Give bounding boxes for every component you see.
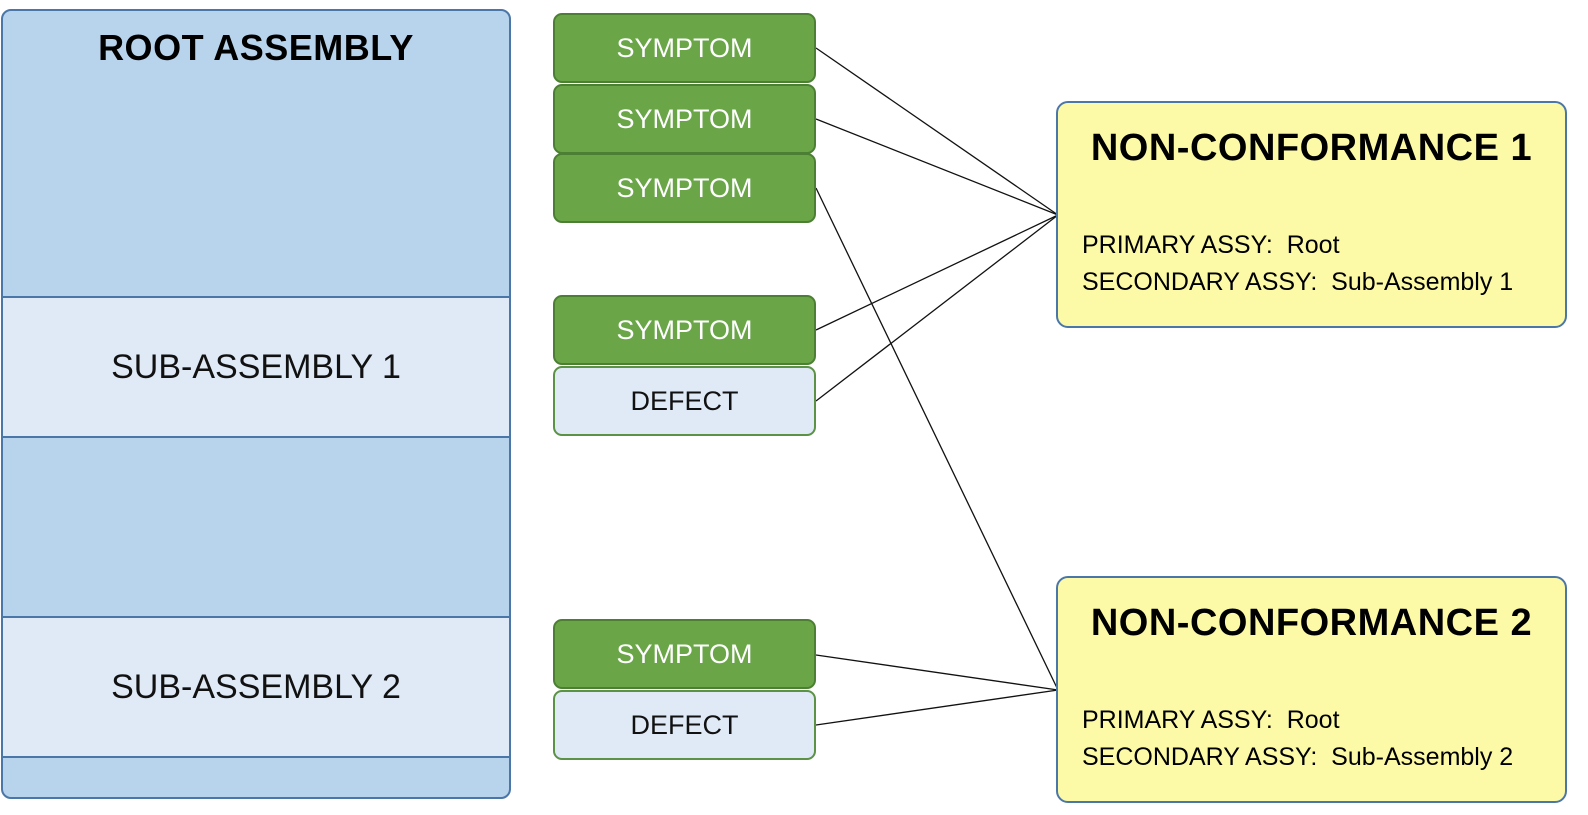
non-conformance-1-secondary-assy: SECONDARY ASSY: Sub-Assembly 1 bbox=[1082, 268, 1514, 296]
non-conformance-1-primary-assy: PRIMARY ASSY: Root bbox=[1082, 231, 1340, 259]
connector-defect-2-to-nc-2 bbox=[815, 689, 1059, 726]
symptom-block: SYMPTOM bbox=[553, 153, 816, 223]
sub-assembly-2-band: SUB-ASSEMBLY 2 bbox=[3, 616, 509, 758]
defect-block: DEFECT bbox=[553, 366, 816, 436]
connector-symptom-1-to-nc-1 bbox=[815, 47, 1059, 216]
connector-symptom-4-to-nc-1 bbox=[815, 214, 1059, 331]
non-conformance-2-secondary-assy: SECONDARY ASSY: Sub-Assembly 2 bbox=[1082, 743, 1514, 771]
symptom-block: SYMPTOM bbox=[553, 619, 816, 689]
non-conformance-2-title: NON-CONFORMANCE 2 bbox=[1090, 602, 1533, 644]
sub-assembly-1-band: SUB-ASSEMBLY 1 bbox=[3, 296, 509, 438]
connector-symptom-3-to-nc-2 bbox=[815, 187, 1059, 691]
non-conformance-1-card: NON-CONFORMANCE 1 PRIMARY ASSY: Root SEC… bbox=[1056, 101, 1567, 328]
non-conformance-2-card: NON-CONFORMANCE 2 PRIMARY ASSY: Root SEC… bbox=[1056, 576, 1567, 803]
symptom-block: SYMPTOM bbox=[553, 84, 816, 154]
non-conformance-2-primary-assy: PRIMARY ASSY: Root bbox=[1082, 706, 1340, 734]
symptom-block: SYMPTOM bbox=[553, 13, 816, 83]
connector-symptom-5-to-nc-2 bbox=[815, 654, 1059, 691]
symptom-block: SYMPTOM bbox=[553, 295, 816, 365]
defect-block: DEFECT bbox=[553, 690, 816, 760]
root-assembly-title: ROOT ASSEMBLY bbox=[98, 27, 414, 68]
connector-symptom-2-to-nc-1 bbox=[815, 118, 1059, 216]
connector-defect-1-to-nc-1 bbox=[815, 214, 1059, 402]
root-assembly-panel: ROOT ASSEMBLY SUB-ASSEMBLY 1 SUB-ASSEMBL… bbox=[1, 9, 511, 799]
non-conformance-1-title: NON-CONFORMANCE 1 bbox=[1090, 127, 1533, 169]
